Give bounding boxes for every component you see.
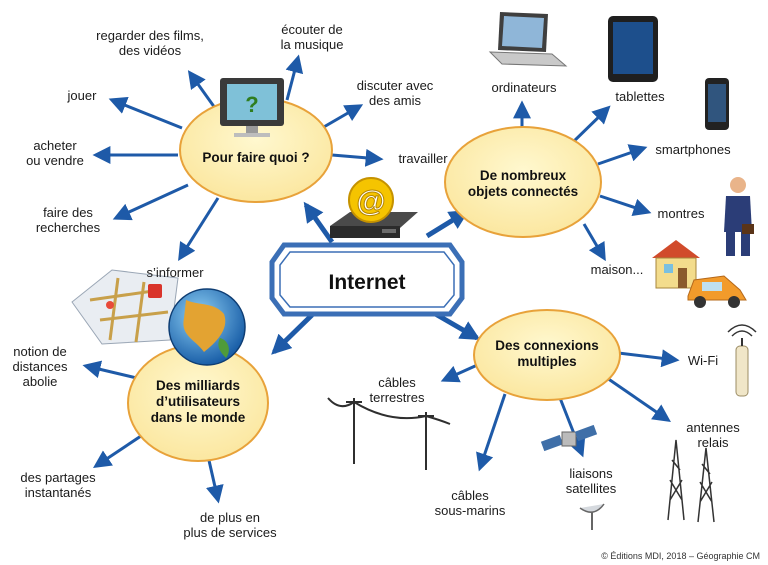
arrow-chat [321, 104, 364, 130]
arrow-music [285, 54, 304, 101]
smartphone-icon [705, 78, 729, 130]
label-submarine: câbles sous-marins [434, 488, 506, 518]
label-smartphones: smartphones [655, 142, 731, 157]
label-tablets: tablettes [615, 89, 665, 104]
arrow-tablets [568, 105, 611, 147]
person-watch-icon [724, 177, 754, 256]
label-wifi: Wi-Fi [687, 353, 719, 368]
label-computers: ordinateurs [491, 80, 557, 95]
hub-objects-label: De nombreux objets connectés [467, 168, 579, 199]
arrow-wifi [609, 349, 680, 368]
arrow-services [206, 455, 224, 504]
arrow-watches [599, 194, 652, 216]
label-music: écouter de la musique [280, 22, 344, 52]
label-services: de plus en plus de services [183, 510, 277, 540]
relay-antenna-icon [667, 439, 715, 523]
label-cables: câbles terrestres [369, 375, 425, 405]
globe-icon [168, 288, 246, 366]
arrow-house [582, 223, 606, 262]
arrow-films [187, 70, 217, 109]
arrow-inform [178, 197, 220, 262]
label-watches: montres [657, 206, 705, 221]
arrow-satellites [558, 397, 586, 458]
copyright-credit: © Éditions MDI, 2018 – Géographie CM [601, 551, 760, 561]
label-antennas: antennes relais [686, 420, 740, 450]
satellite-icon [540, 424, 598, 452]
svg-text:@: @ [356, 185, 385, 218]
arrow-submarine [476, 393, 507, 472]
at-sign-icon: @ [348, 177, 394, 223]
hub-purpose-label: Pour faire quoi ? [202, 150, 310, 165]
monitor-icon: ? [220, 78, 284, 137]
arrow-center-purpose [303, 201, 335, 244]
house-icon [652, 240, 700, 289]
arrow-center-users [271, 313, 314, 355]
hub-users-label: Des milliards d’utilisateurs dans le mon… [150, 378, 246, 425]
center-title: Internet [328, 271, 405, 294]
arrow-research [112, 183, 189, 221]
utility-pole-icon [327, 397, 451, 470]
label-work: travailler [398, 151, 448, 166]
hub-objects-bubble [444, 126, 602, 238]
label-satellites: liaisons satellites [565, 466, 617, 496]
hub-connections-label: Des connexions multiples [495, 338, 599, 369]
label-buy: acheter ou vendre [26, 138, 84, 168]
hub-connections-bubble [473, 309, 621, 401]
label-inform: s’informer [146, 265, 204, 280]
connector-arrows [82, 54, 680, 504]
arrow-play [108, 96, 183, 130]
label-distance: notion de distances abolie [12, 344, 68, 389]
label-sharing: des partages instantanés [20, 470, 96, 500]
wifi-router-icon [727, 324, 757, 397]
arrow-work [331, 148, 384, 167]
label-play: jouer [67, 88, 97, 103]
car-icon [687, 275, 747, 308]
center-frame [269, 242, 465, 317]
arrow-smartphones [597, 144, 648, 166]
satellite-dish-icon [579, 503, 605, 530]
arrow-center-objects [425, 209, 470, 239]
label-house: maison... [590, 262, 644, 277]
laptop-icon [488, 12, 568, 67]
map-icon [71, 269, 179, 345]
label-chat: discuter avec des amis [356, 78, 434, 108]
label-films: regarder des films, des vidéos [96, 28, 204, 58]
tablet-icon [608, 16, 658, 82]
svg-text:?: ? [245, 92, 258, 117]
arrow-antennas [606, 376, 671, 423]
label-research: faire des recherches [35, 205, 101, 235]
